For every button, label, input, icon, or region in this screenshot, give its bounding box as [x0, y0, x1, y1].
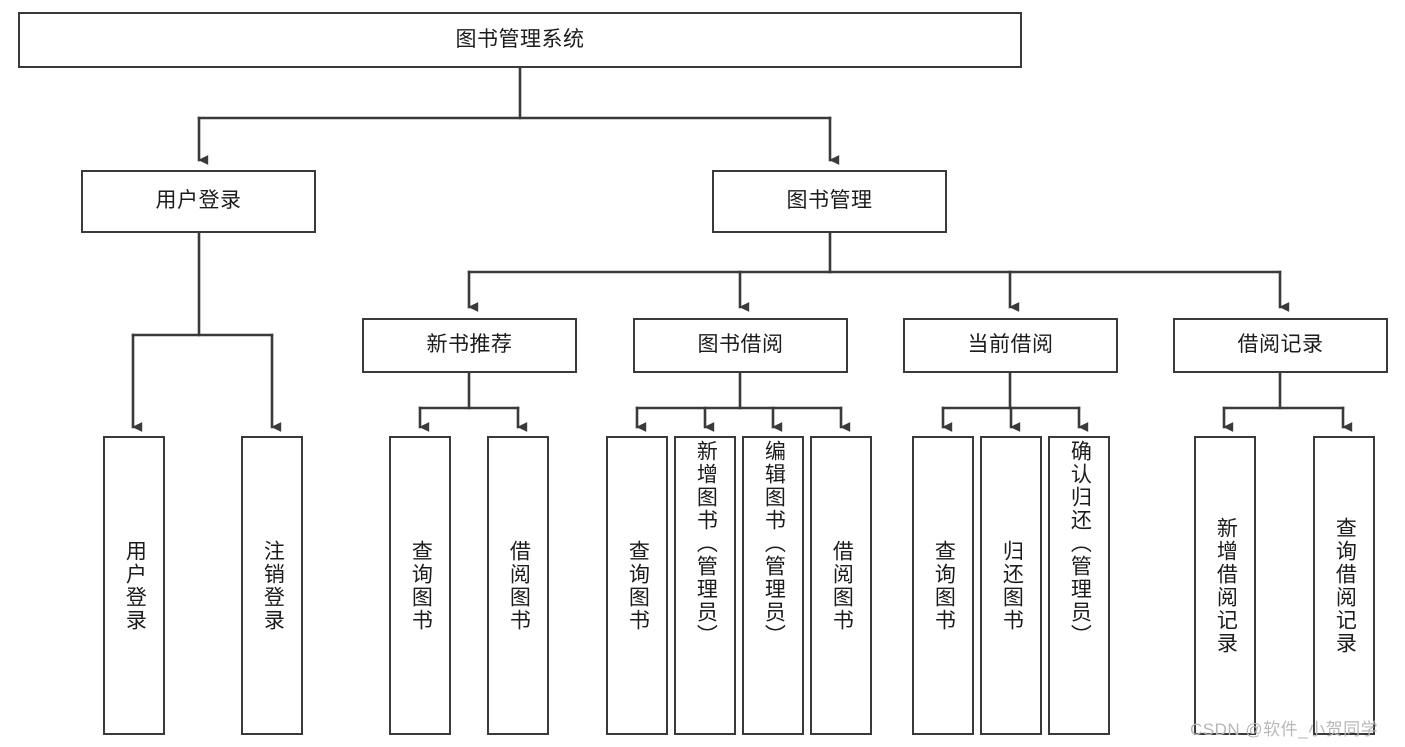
node-label: 查询图书 [932, 539, 956, 632]
node-label: 注销登录 [261, 539, 285, 632]
node-label: 用户登录 [155, 189, 242, 213]
node-root-system[interactable]: 图书管理系统 [18, 12, 1022, 68]
node-label: 当前借阅 [967, 333, 1054, 357]
node-label: 借阅图书 [507, 539, 531, 632]
node-label: 归还图书 [1000, 539, 1024, 632]
node-label: 新增图书（管理员） [694, 440, 718, 647]
node-label: 确认归还（管理员） [1068, 440, 1092, 647]
leaf-recommend-borrow-book[interactable]: 借阅图书 [487, 436, 549, 735]
node-label: 查询图书 [409, 539, 433, 632]
node-label: 借阅图书 [830, 539, 854, 632]
node-label: 用户登录 [123, 539, 147, 632]
leaf-borrow-query-book[interactable]: 查询图书 [606, 436, 668, 735]
leaf-recommend-query-book[interactable]: 查询图书 [389, 436, 451, 735]
node-label: 新增借阅记录 [1214, 516, 1238, 655]
watermark-text: CSDN @软件_小贺同学 [1190, 720, 1379, 739]
node-label: 图书管理系统 [455, 27, 585, 51]
leaf-user-login-login[interactable]: 用户登录 [103, 436, 165, 735]
leaf-borrow-borrow-book[interactable]: 借阅图书 [810, 436, 872, 735]
node-user-login[interactable]: 用户登录 [81, 170, 316, 233]
node-book-management[interactable]: 图书管理 [712, 170, 947, 233]
node-current-borrow[interactable]: 当前借阅 [903, 318, 1118, 373]
leaf-current-query-book[interactable]: 查询图书 [912, 436, 974, 735]
leaf-borrow-edit-book-admin[interactable]: 编辑图书（管理员） [742, 436, 804, 735]
leaf-record-query-record[interactable]: 查询借阅记录 [1313, 436, 1375, 735]
node-label: 编辑图书（管理员） [762, 440, 786, 647]
leaf-borrow-add-book-admin[interactable]: 新增图书（管理员） [674, 436, 736, 735]
node-borrow-record[interactable]: 借阅记录 [1173, 318, 1388, 373]
node-label: 图书管理 [786, 189, 873, 213]
node-label: 查询借阅记录 [1333, 516, 1357, 655]
node-label: 新书推荐 [426, 333, 513, 357]
node-label: 查询图书 [626, 539, 650, 632]
leaf-user-login-logout[interactable]: 注销登录 [241, 436, 303, 735]
node-label: 借阅记录 [1237, 333, 1324, 357]
leaf-current-confirm-return-admin[interactable]: 确认归还（管理员） [1048, 436, 1110, 735]
node-label: 图书借阅 [697, 333, 784, 357]
leaf-record-add-record[interactable]: 新增借阅记录 [1194, 436, 1256, 735]
node-book-borrow[interactable]: 图书借阅 [633, 318, 848, 373]
leaf-current-return-book[interactable]: 归还图书 [980, 436, 1042, 735]
node-new-book-recommend[interactable]: 新书推荐 [362, 318, 577, 373]
